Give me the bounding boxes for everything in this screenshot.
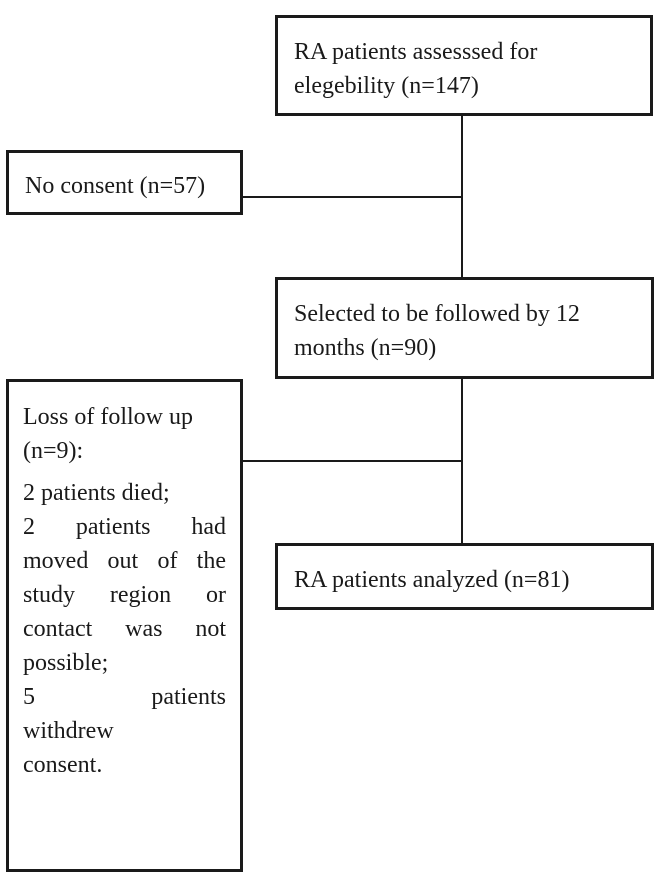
- selected-line-2: months (n=90): [294, 335, 437, 361]
- selected-line-1: Selected to be followed by 12: [294, 301, 580, 327]
- analyzed-label: RA patients analyzed (n=81): [294, 567, 570, 593]
- loss-withdrew-line: withdrew: [23, 718, 114, 744]
- no-consent-box: No consent (n=57): [6, 150, 243, 215]
- loss-header-line-1: Loss of follow up: [23, 404, 193, 430]
- loss-header-line-2: (n=9):: [23, 438, 84, 464]
- loss-of-follow-up-box: Loss of follow up (n=9): 2 patients died…: [6, 379, 243, 872]
- connector-to-no-consent: [243, 196, 463, 198]
- loss-moved-line: possible;: [23, 650, 109, 676]
- loss-withdrew-line: consent.: [23, 752, 103, 778]
- assessed-box: RA patients assesssed for elegebility (n…: [275, 15, 653, 116]
- loss-header: Loss of follow up (n=9):: [23, 400, 226, 468]
- loss-details: 2 patients died; 2 patients had moved ou…: [23, 476, 226, 782]
- loss-moved-line: contact was not: [23, 616, 226, 642]
- assessed-line-1: RA patients assesssed for: [294, 39, 538, 65]
- loss-moved-line: study region or: [23, 582, 226, 608]
- loss-moved-line: moved out of the: [23, 548, 226, 574]
- loss-moved-line: 2 patients had: [23, 514, 226, 540]
- loss-died: 2 patients died;: [23, 480, 170, 506]
- no-consent-label: No consent (n=57): [25, 173, 206, 199]
- selected-box: Selected to be followed by 12 months (n=…: [275, 277, 654, 379]
- analyzed-box: RA patients analyzed (n=81): [275, 543, 654, 610]
- connector-to-loss-of-follow-up: [243, 460, 463, 462]
- assessed-line-2: elegebility (n=147): [294, 73, 479, 99]
- loss-withdrew-line: 5 patients: [23, 684, 226, 710]
